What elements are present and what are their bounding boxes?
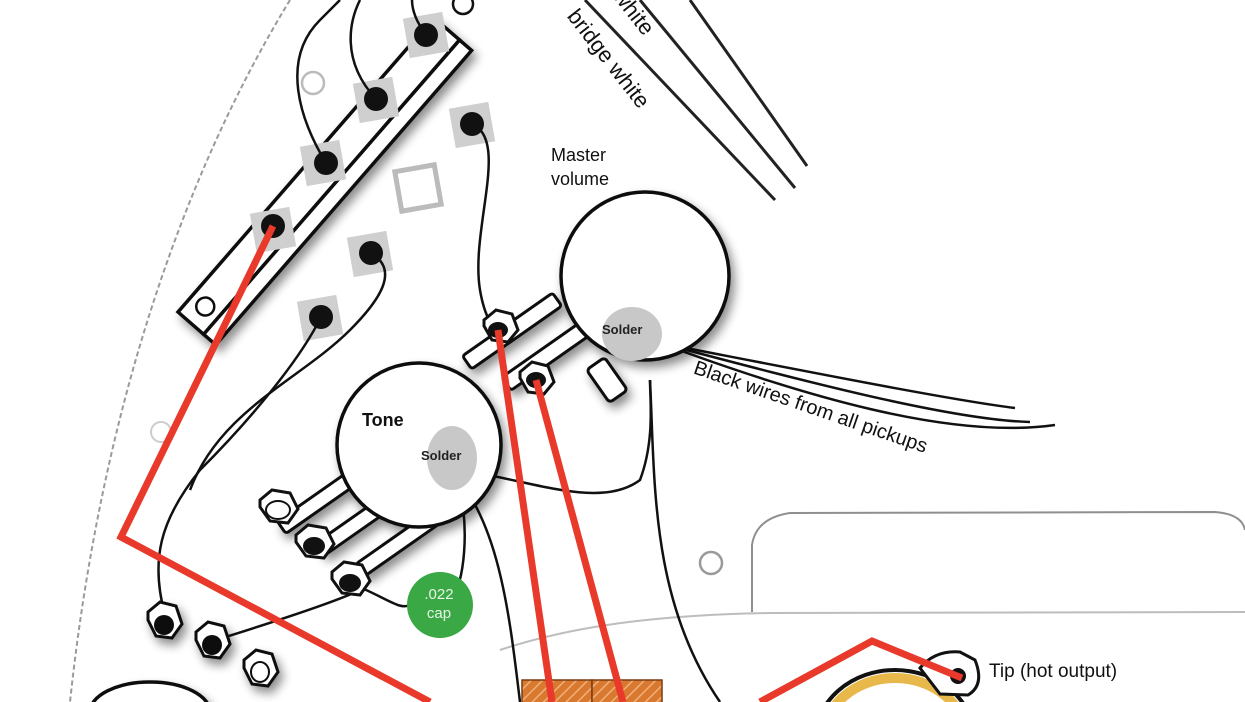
capacitor-label: .022 cap xyxy=(408,585,470,623)
tone-pot xyxy=(276,361,503,577)
solder-tone-label: Solder xyxy=(421,448,462,463)
tip-hot-output-label: Tip (hot output) xyxy=(989,661,1118,682)
switch-lugs xyxy=(249,0,496,342)
terminal-block xyxy=(521,679,663,702)
second-tone-pot xyxy=(91,600,280,702)
solder-blob-tone xyxy=(427,426,477,490)
solder-volume-label: Solder xyxy=(602,322,643,337)
pickup-white-wires xyxy=(583,0,809,202)
master-volume-line2: volume xyxy=(551,169,610,189)
capacitor-value: .022 xyxy=(424,586,454,603)
ground-and-signal-wires xyxy=(157,0,1056,702)
master-volume-line1: Master xyxy=(551,145,607,165)
tone-lugs xyxy=(258,488,372,597)
volume-lugs xyxy=(482,308,556,396)
solder-blob-volume xyxy=(602,307,662,361)
capacitor-unit: cap xyxy=(426,605,452,622)
tone-label: Tone xyxy=(362,410,404,430)
hot-wires xyxy=(116,224,964,702)
master-volume-label: Master volume xyxy=(551,143,609,191)
capacitor xyxy=(407,572,473,638)
